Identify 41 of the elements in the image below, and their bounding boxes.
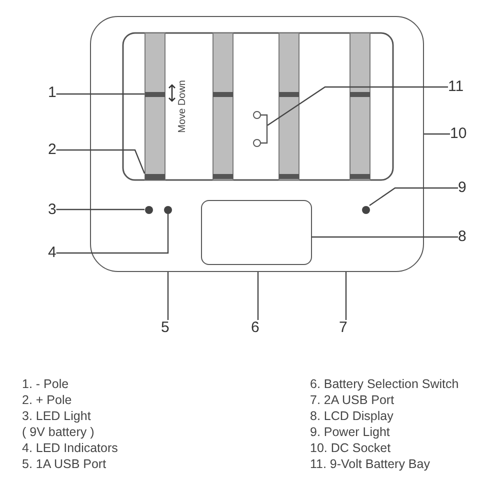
leader-line [56, 208, 144, 210]
callout-number: 11 [448, 79, 464, 95]
legend-item-text: 4. LED Indicators [22, 440, 118, 456]
led-indicator [164, 206, 172, 214]
leader-line [369, 187, 458, 206]
callout-number: 3 [48, 202, 56, 218]
legend-item-text: 10. DC Socket [310, 440, 391, 456]
leader-line [56, 93, 144, 95]
legend-item-text: 8. LCD Display [310, 408, 394, 424]
legend-item-text: 3. LED Light ( 9V battery ) [22, 408, 96, 440]
leader-line [56, 149, 146, 174]
callout-number: 4 [48, 245, 56, 261]
callout-number: 10 [450, 126, 467, 142]
callout-number: 2 [48, 142, 56, 158]
battery-contact [144, 92, 164, 96]
battery-terminal-icon [252, 110, 268, 148]
leader-line [345, 272, 347, 320]
callout-number: 5 [161, 320, 170, 336]
legend-item-text: 11. 9-Volt Battery Bay [310, 456, 430, 472]
legend-item-text: 1. - Pole [22, 376, 69, 392]
lcd-display-screen [200, 200, 312, 264]
legend-item-text: 7. 2A USB Port [310, 392, 394, 408]
leader-line [312, 236, 458, 238]
callout-number: 7 [339, 320, 348, 336]
led-indicator [144, 206, 152, 214]
legend-item-text: 6. Battery Selection Switch [310, 376, 459, 392]
legend-item-text: 5. 1A USB Port [22, 456, 106, 472]
leader-line [167, 272, 169, 320]
leader-line [424, 133, 450, 135]
leader-line [56, 214, 169, 254]
charger-body [90, 16, 424, 272]
power-light [362, 206, 370, 214]
legend-item-text: 9. Power Light [310, 424, 390, 440]
legend-item-text: 2. + Pole [22, 392, 72, 408]
instruction-text: Move Down [177, 80, 189, 133]
callout-number: 8 [458, 229, 466, 245]
leader-line [267, 86, 448, 126]
callout-number: 1 [48, 85, 56, 101]
leader-line [257, 272, 259, 320]
callout-number: 6 [251, 320, 260, 336]
callout-number: 9 [458, 180, 466, 196]
